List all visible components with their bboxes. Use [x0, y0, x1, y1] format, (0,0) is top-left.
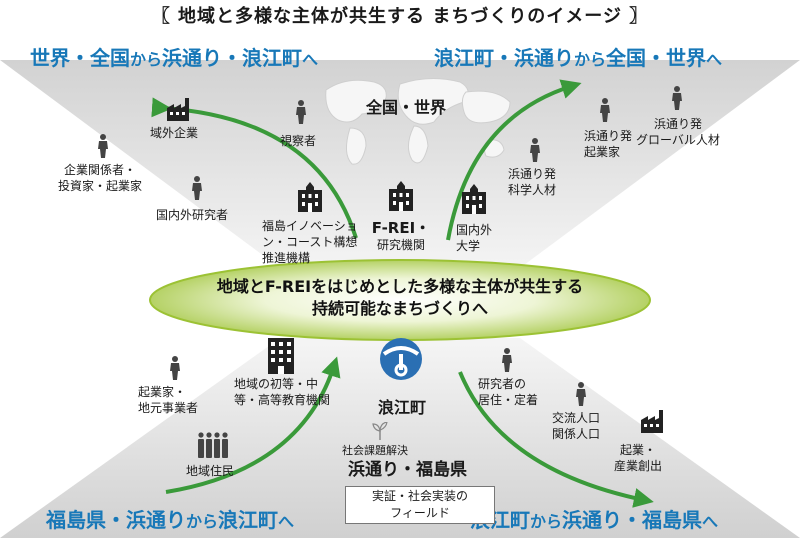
building-icon [298, 182, 322, 212]
label-researchers-domestic: 国内外研究者 [156, 208, 229, 222]
person-icon [530, 138, 540, 162]
label-business-creation: 起業・産業創出 [614, 443, 663, 473]
arrow-bottom-left [165, 356, 341, 494]
label-universities: 国内外大学 [456, 223, 493, 253]
label-exchange-population: 交流人口関係人口 [552, 411, 601, 441]
heading-bottom-left: 福島県・浜通りから浪江町へ [46, 508, 295, 532]
person-icon [600, 98, 610, 122]
label-hamadori-global: 浜通り発グローバル人材 [636, 117, 720, 147]
heading-top-right: 浪江町・浜通りから全国・世界へ [434, 46, 723, 70]
label-schools: 地域の初等・中等・高等教育機関 [234, 377, 331, 407]
label-residents: 地域住民 [186, 464, 235, 478]
world-label: 全国・世界 [366, 98, 447, 117]
person-icon [192, 176, 202, 200]
label-social-issues: 社会課題解決 [342, 444, 408, 457]
person-icon [502, 348, 512, 372]
label-namie: 浪江町 [378, 398, 427, 417]
label-local-entrepreneurs: 起業家・地元事業者 [138, 385, 199, 415]
heading-top-left: 世界・全国から浜通り・浪江町へ [30, 46, 319, 70]
people-group-icon [198, 432, 228, 458]
person-icon [98, 134, 108, 158]
sprout-icon [372, 422, 388, 440]
factory-icon [641, 410, 663, 433]
building-icon [462, 184, 486, 214]
world-map-icon [325, 78, 511, 165]
building-icon [268, 338, 294, 374]
label-hamadori-scientists: 浜通り発科学人材 [508, 167, 557, 197]
factory-icon [167, 98, 189, 121]
arrow-top-right [446, 79, 582, 241]
label-hamadori-fukushima: 浜通り・福島県 [348, 460, 467, 480]
namie-emblem-icon [380, 338, 422, 380]
label-researchers-residence: 研究者の居住・定着 [478, 377, 539, 407]
heading-bottom-right: 浪江町から浜通り・福島県へ [470, 508, 719, 532]
label-inspectors: 視察者 [280, 134, 317, 148]
label-frei: F-REI・研究機関 [371, 219, 431, 253]
page-title: 〖 地域と多様な主体が共生する まちづくりのイメージ 〗 [151, 6, 649, 27]
person-icon [296, 100, 306, 124]
person-icon [170, 356, 180, 380]
person-icon [576, 382, 586, 406]
person-icon [672, 86, 682, 110]
label-outside-companies: 域外企業 [150, 126, 199, 140]
ellipse-message: 地域とF-REIをはじめとした多様な主体が共生する持続可能なまちづくりへ [216, 277, 584, 318]
field-box: 実証・社会実装のフィールド [345, 486, 495, 524]
building-icon [389, 181, 413, 211]
label-fukushima-promotion: 福島イノベーション・コースト構想推進機構 [262, 219, 358, 265]
arrow-top-left [151, 97, 358, 239]
label-business-people: 企業関係者・投資家・起業家 [58, 163, 143, 193]
label-hamadori-entrepreneurs: 浜通り発起業家 [584, 129, 633, 159]
arrow-bottom-right [458, 371, 654, 508]
